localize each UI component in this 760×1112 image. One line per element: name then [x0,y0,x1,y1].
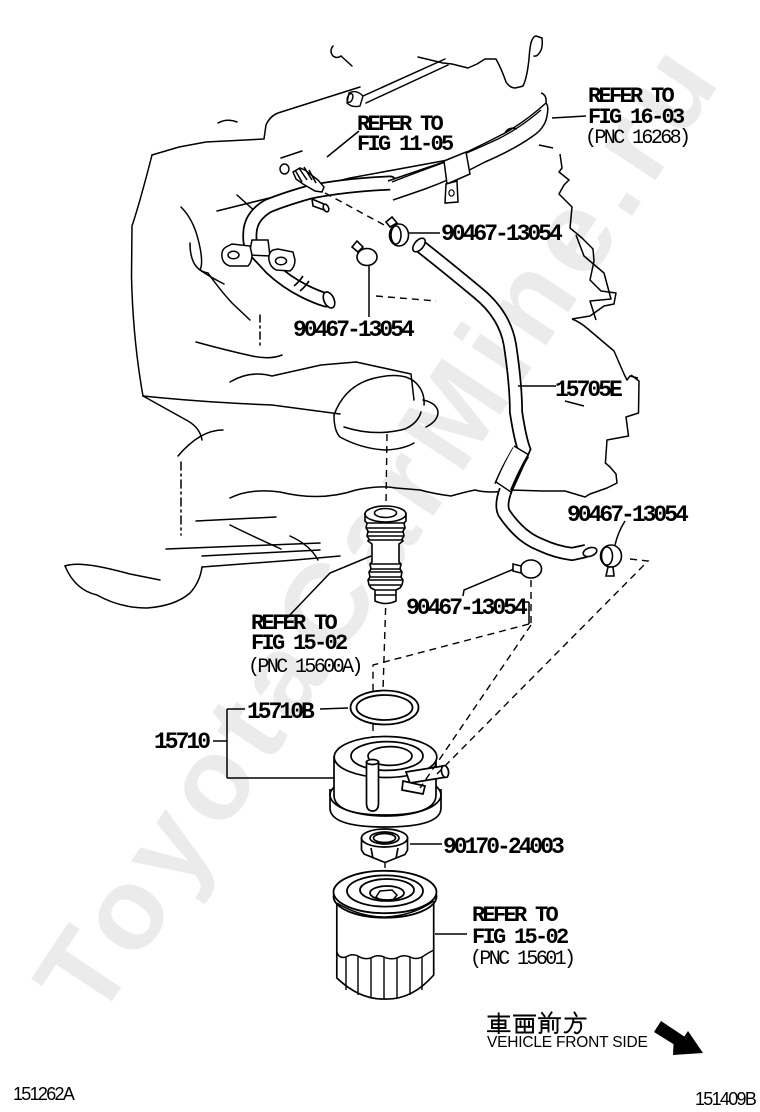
svg-text:REFER TO: REFER TO [357,112,444,137]
svg-text:15705E: 15705E [555,377,622,403]
svg-text:15710: 15710 [154,729,210,755]
svg-text:(PNC 15601): (PNC 15601) [470,948,573,971]
svg-text:FIG 15-02: FIG 15-02 [251,631,347,656]
svg-text:REFER TO: REFER TO [472,903,559,928]
svg-text:(PNC 15600A): (PNC 15600A) [248,656,361,679]
svg-text:REFER TO: REFER TO [251,611,338,636]
svg-text:151262A: 151262A [13,1084,75,1104]
svg-text:90467-13054: 90467-13054 [406,595,528,621]
svg-text:(PNC 16268): (PNC 16268) [585,127,688,150]
svg-text:FIG 11-05: FIG 11-05 [357,132,454,157]
svg-text:90467-13054: 90467-13054 [567,502,689,528]
svg-text:FIG 15-02: FIG 15-02 [472,925,568,950]
svg-text:90467-13054: 90467-13054 [441,221,563,247]
svg-text:VEHICLE FRONT SIDE: VEHICLE FRONT SIDE [487,1034,648,1051]
svg-text:151409B: 151409B [695,1089,757,1109]
svg-text:90170-24003: 90170-24003 [443,834,564,860]
svg-text:FIG 16-03: FIG 16-03 [588,105,685,130]
svg-text:90467-13054: 90467-13054 [293,317,415,343]
svg-text:15710B: 15710B [247,699,315,725]
svg-text:REFER TO: REFER TO [588,84,675,109]
